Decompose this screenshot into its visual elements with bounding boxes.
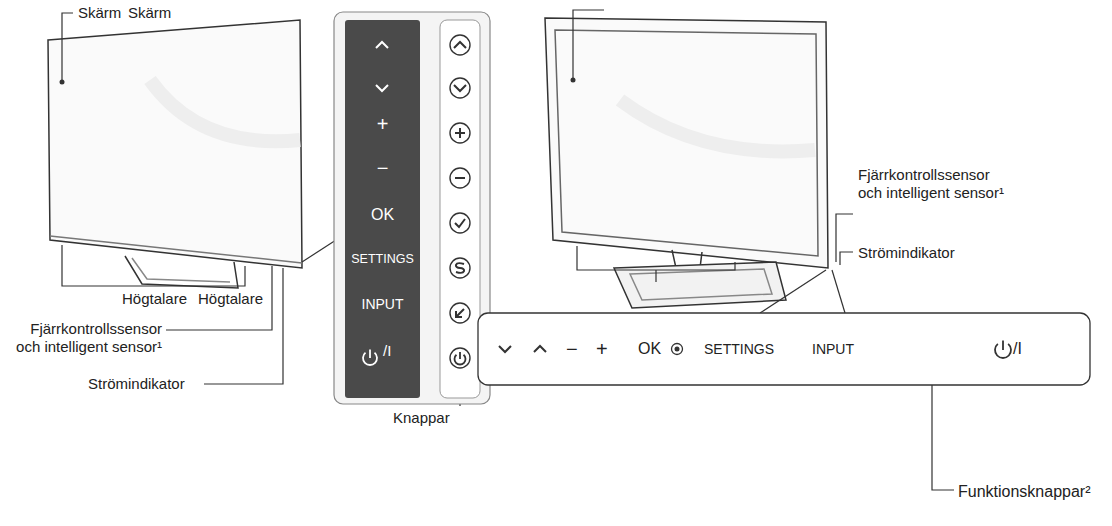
button-circle [450, 78, 470, 98]
left-tv-bezel [50, 236, 302, 263]
button-circle [450, 168, 470, 188]
button-label: /I [1013, 341, 1022, 357]
input-glyph [456, 309, 464, 317]
leader-line [204, 268, 283, 384]
group-label: Funktionsknappar² [958, 482, 1091, 501]
function-key-panel: −+ OK SETTINGS INPUT/I [478, 313, 1090, 385]
button-label: − [566, 339, 578, 359]
button-label-column: + − OK SETTINGS INPUT/I [345, 22, 420, 398]
speaker-bracket [577, 246, 735, 270]
ok-dot-icon [672, 344, 683, 355]
part-label: Fjärrkontrollssensor och intelligent sen… [4, 320, 162, 356]
button-label: /I [383, 343, 391, 358]
button-label: + [377, 114, 389, 134]
power-icon [1002, 341, 1004, 351]
button-label: INPUT [362, 297, 404, 311]
part-label: Skärm [128, 4, 171, 22]
button-circle [450, 348, 470, 368]
button-label: SETTINGS [704, 342, 774, 356]
callout-line [832, 270, 845, 313]
right-tv-screen [555, 30, 818, 256]
chevron-icon [376, 42, 388, 48]
right-leaders [573, 10, 954, 490]
callout-line [760, 270, 826, 313]
right-tv-frame [545, 18, 828, 268]
leader-dot [571, 78, 576, 83]
left-tv-stand [125, 256, 238, 288]
button-column [440, 20, 480, 398]
button-circle [450, 258, 470, 278]
button-panel-outline [334, 12, 490, 404]
check-glyph [455, 219, 465, 227]
part-label: Strömindikator [88, 375, 185, 393]
button-glyph [455, 177, 465, 179]
left-tv-screen [48, 20, 302, 268]
button-label: INPUT [812, 342, 854, 356]
speaker-bracket [62, 245, 245, 286]
button-label: − [377, 158, 389, 178]
left-tv-stand-inner [132, 258, 230, 282]
button-circle [450, 123, 470, 143]
chevron-icon [534, 346, 546, 352]
power-icon [459, 352, 461, 359]
leader-line [836, 214, 853, 262]
button-label-column [345, 20, 420, 398]
button-circle [450, 213, 470, 233]
part-label: Strömindikator [858, 244, 955, 262]
bracket-tick [655, 270, 656, 282]
power-icon [369, 350, 371, 359]
screen-gloss [150, 80, 300, 141]
button-label: + [596, 339, 608, 359]
ok-dot-icon [675, 347, 680, 352]
chevron-icon [454, 85, 466, 91]
chevron-icon [376, 85, 388, 91]
callout-line [302, 240, 336, 262]
group-label: Knappar [393, 409, 450, 427]
button-glyph [459, 128, 461, 138]
button-label: OK [371, 207, 394, 223]
left-tv [48, 20, 302, 288]
leader-line [932, 385, 954, 490]
leader-line [573, 10, 604, 78]
right-tv [545, 18, 828, 308]
settings-glyph [456, 263, 464, 272]
button-circle [450, 303, 470, 323]
screen-gloss [620, 100, 815, 151]
leader-dot [60, 80, 65, 85]
part-label: Fjärrkontrollssensor och intelligent sen… [858, 166, 1010, 202]
part-label: Skärm [78, 4, 121, 22]
leader-line [840, 252, 853, 265]
chevron-icon [454, 42, 466, 48]
part-label: Högtalare [122, 290, 187, 308]
right-tv-stand [614, 262, 786, 308]
button-label: SETTINGS [351, 253, 414, 266]
button-label: OK [638, 341, 661, 357]
button-circle [450, 35, 470, 55]
chevron-icon [499, 346, 511, 352]
right-tv-stand-inner [630, 269, 772, 300]
leader-line [62, 13, 73, 80]
function-key-panel-outline [478, 313, 1090, 385]
part-label: Högtalare [198, 290, 263, 308]
